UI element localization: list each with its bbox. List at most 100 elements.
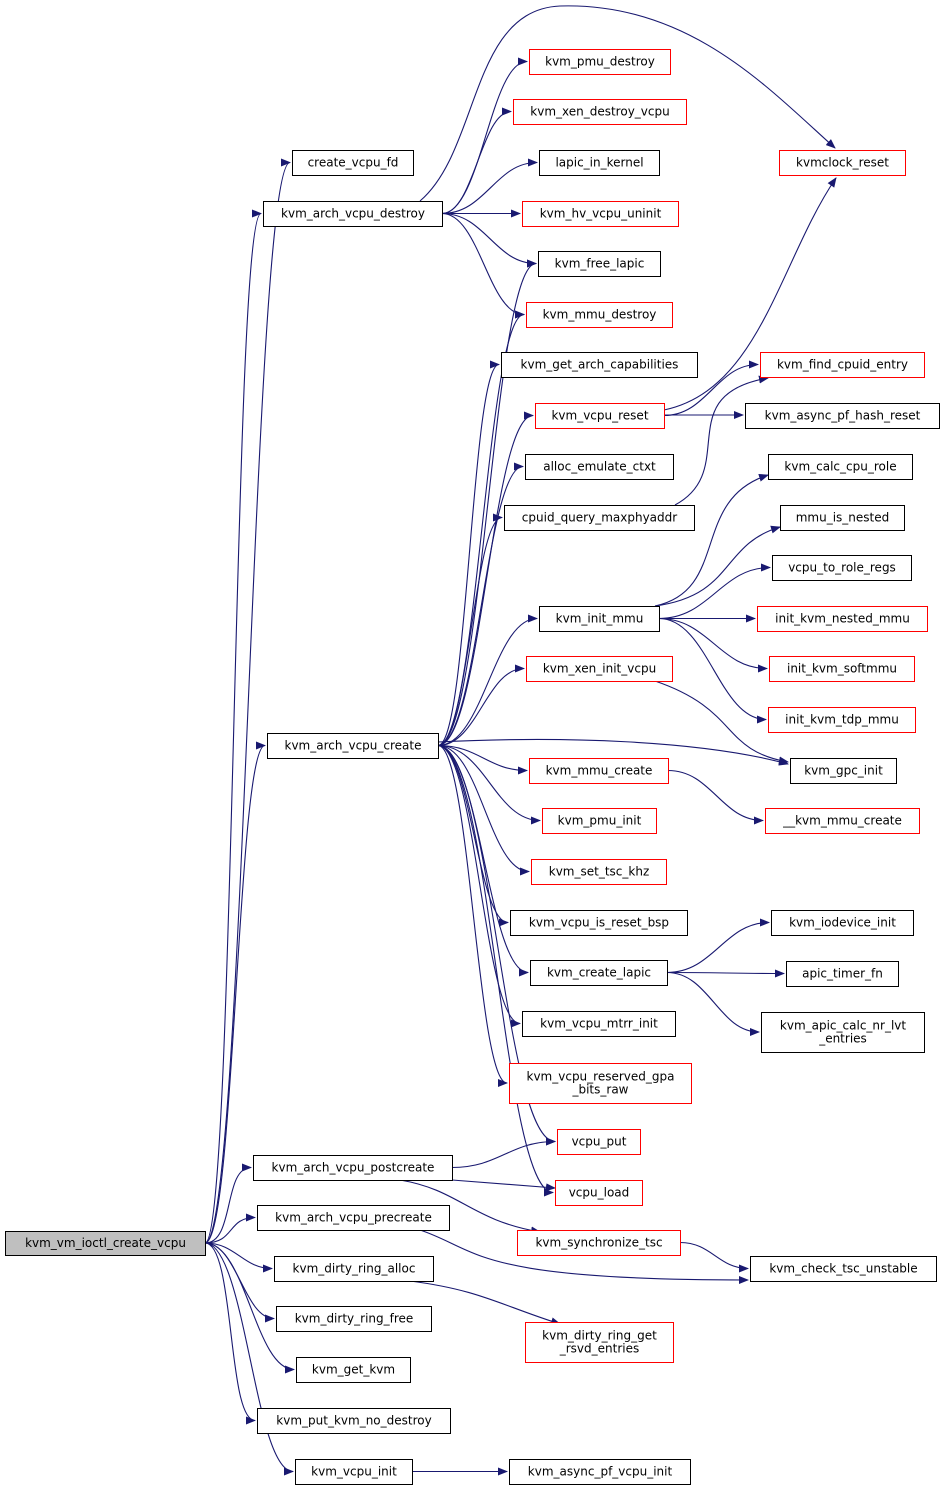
node-box: [296, 1357, 411, 1383]
edge-path: [204, 1242, 273, 1273]
node-label: kvm_async_pf_hash_reset: [765, 409, 921, 423]
edge-kvm-arch-vcpu-create-to-kvm-mmu-create: [437, 744, 528, 775]
edge-kvm-arch-vcpu-postcreate-to-vcpu-load: [451, 1179, 556, 1192]
node-label: kvm_xen_destroy_vcpu: [530, 105, 669, 119]
node-cpuid-query-maxphyaddr[interactable]: cpuid_query_maxphyaddr: [504, 505, 695, 531]
edge-path: [663, 177, 837, 411]
node-kvm-get-kvm[interactable]: kvm_get_kvm: [296, 1357, 411, 1383]
node-label: init_kvm_softmmu: [787, 662, 897, 676]
node-label: kvm_xen_init_vcpu: [543, 662, 656, 676]
node-kvm-arch-vcpu-postcreate[interactable]: kvm_arch_vcpu_postcreate: [253, 1155, 453, 1181]
node-kvm-find-cpuid-entry[interactable]: kvm_find_cpuid_entry: [760, 352, 925, 378]
node-label: kvm_put_kvm_no_destroy: [276, 1414, 431, 1428]
node-kvm-arch-vcpu-create[interactable]: kvm_arch_vcpu_create: [267, 733, 439, 759]
node-kvm-pmu-destroy[interactable]: kvm_pmu_destroy: [529, 49, 671, 75]
node-box: [501, 352, 698, 378]
node-label: kvm_synchronize_tsc: [535, 1236, 662, 1250]
node-root[interactable]: kvm_vm_ioctl_create_vcpu: [5, 1231, 206, 1256]
node-kvm-iodevice-init[interactable]: kvm_iodevice_init: [771, 910, 914, 936]
node-label: kvm_apic_calc_nr_lvt: [780, 1019, 907, 1033]
edge-path: [666, 971, 760, 1036]
node-kvm-mmu-destroy[interactable]: kvm_mmu_destroy: [526, 302, 673, 328]
node-box: [253, 1155, 453, 1181]
node-vcpu-load[interactable]: vcpu_load: [555, 1180, 643, 1206]
node-label: kvm_vcpu_mtrr_init: [540, 1017, 658, 1031]
node-label: kvm_hv_vcpu_uninit: [540, 207, 662, 221]
node-kvm-arch-vcpu-precreate[interactable]: kvm_arch_vcpu_precreate: [257, 1205, 450, 1231]
node-box: [5, 1231, 206, 1256]
node-kvm-create-lapic[interactable]: kvm_create_lapic: [530, 960, 668, 986]
node-box: [529, 758, 669, 784]
node-apic-timer-fn[interactable]: apic_timer_fn: [786, 961, 899, 987]
node-kvm-apic-calc-nr-lvt-entries[interactable]: kvm_apic_calc_nr_lvt_entries: [761, 1012, 925, 1053]
node-kvmclock-reset[interactable]: kvmclock_reset: [779, 150, 906, 176]
node-init-kvm-nested-mmu[interactable]: init_kvm_nested_mmu: [757, 606, 928, 632]
edge-path: [204, 1163, 252, 1244]
edge-path: [204, 1242, 256, 1425]
node-vcpu-put[interactable]: vcpu_put: [557, 1129, 641, 1155]
node-kvm-check-tsc-unstable[interactable]: kvm_check_tsc_unstable: [750, 1256, 937, 1282]
edge-path: [658, 617, 768, 673]
node-kvm-xen-init-vcpu[interactable]: kvm_xen_init_vcpu: [526, 656, 673, 682]
edge-kvm-create-lapic-to-kvm-iodevice-init: [666, 918, 770, 974]
node-kvm-vcpu-is-reset-bsp[interactable]: kvm_vcpu_is_reset_bsp: [510, 910, 688, 936]
edge-cpuid-query-maxphyaddr-to-kvm-find-cpuid-entry: [674, 375, 769, 506]
edge-kvm-arch-vcpu-create-to-kvm-get-arch-capabilities: [437, 360, 500, 747]
node-kvm-dirty-ring-free[interactable]: kvm_dirty_ring_free: [276, 1306, 432, 1332]
node-label: alloc_emulate_ctxt: [543, 460, 656, 474]
node-alloc-emulate-ctxt[interactable]: alloc_emulate_ctxt: [525, 454, 674, 480]
node-label: vcpu_load: [569, 1186, 630, 1200]
node-lapic-in-kernel[interactable]: lapic_in_kernel: [539, 150, 660, 176]
node-kvm-mmu-create[interactable]: kvm_mmu_create: [529, 758, 669, 784]
node-kvm-put-kvm-no-destroy[interactable]: kvm_put_kvm_no_destroy: [257, 1408, 451, 1434]
node-label: kvm_set_tsc_khz: [549, 865, 650, 879]
node-label: kvm_vcpu_init: [311, 1465, 397, 1479]
node-kvm-free-lapic[interactable]: kvm_free_lapic: [538, 251, 661, 277]
node-mmu-is-nested[interactable]: mmu_is_nested: [780, 505, 905, 531]
node-init-kvm-tdp-mmu[interactable]: init_kvm_tdp_mmu: [768, 707, 916, 733]
node-kvm-dirty-ring-alloc[interactable]: kvm_dirty_ring_alloc: [274, 1256, 434, 1282]
node-box: [522, 1011, 676, 1037]
edge-kvm-arch-vcpu-create-to-kvm-vcpu-is-reset-bsp: [437, 744, 509, 927]
node-label: kvm_arch_vcpu_create: [285, 739, 422, 753]
edge-path: [437, 360, 500, 747]
edge-path: [441, 158, 538, 215]
edge-kvm-arch-vcpu-destroy-to-kvm-xen-destroy-vcpu: [441, 107, 512, 215]
edge-kvm-vcpu-reset-to-kvmclock-reset: [663, 177, 837, 411]
node-kvm-vcpu-reset[interactable]: kvm_vcpu_reset: [535, 403, 665, 429]
node-box: [522, 201, 679, 227]
node-kvm-async-pf-hash-reset[interactable]: kvm_async_pf_hash_reset: [745, 403, 940, 429]
node-kvm-vcpu-mtrr-init[interactable]: kvm_vcpu_mtrr_init: [522, 1011, 676, 1037]
node-kvm-pmu-init[interactable]: kvm_pmu_init: [542, 808, 657, 834]
node-kvm-calc-cpu-role[interactable]: kvm_calc_cpu_role: [768, 454, 913, 480]
edge-kvm-create-lapic-to-kvm-apic-calc-nr-lvt-entries: [666, 971, 760, 1036]
node-kvm-vcpu-init[interactable]: kvm_vcpu_init: [295, 1459, 413, 1485]
node-label: kvm_mmu_destroy: [543, 308, 657, 322]
node-kvm-dirty-ring-get-rsvd-entries[interactable]: kvm_dirty_ring_get_rsvd_entries: [525, 1322, 674, 1363]
node-kvm-init-mmu[interactable]: kvm_init_mmu: [539, 606, 660, 632]
node-kvm-set-tsc-khz[interactable]: kvm_set_tsc_khz: [531, 859, 667, 885]
node-vcpu-to-role-regs[interactable]: vcpu_to_role_regs: [772, 555, 912, 581]
node-kvm-vcpu-reserved-gpa-bits-raw[interactable]: kvm_vcpu_reserved_gpa_bits_raw: [509, 1063, 692, 1104]
node-create-vcpu-fd[interactable]: create_vcpu_fd: [292, 150, 414, 176]
edge-path: [437, 664, 525, 747]
node-box: [517, 1230, 681, 1256]
node-label: kvm_dirty_ring_get: [542, 1329, 657, 1343]
node-kvm-arch-vcpu-destroy[interactable]: kvm_arch_vcpu_destroy: [263, 201, 443, 227]
edge-path: [666, 969, 785, 978]
node-kvm-hv-vcpu-uninit[interactable]: kvm_hv_vcpu_uninit: [522, 201, 679, 227]
node-kvm-gpc-init[interactable]: kvm_gpc_init: [790, 758, 897, 784]
node-init-kvm-softmmu[interactable]: init_kvm_softmmu: [769, 656, 915, 682]
node-label: kvm_vcpu_reset: [551, 409, 648, 423]
edge-path: [437, 744, 521, 1028]
node-kvm-get-arch-capabilities[interactable]: kvm_get_arch_capabilities: [501, 352, 698, 378]
node-kvm-mmu-create[interactable]: __kvm_mmu_create: [765, 808, 920, 834]
node-kvm-xen-destroy-vcpu[interactable]: kvm_xen_destroy_vcpu: [513, 99, 687, 125]
edge-kvm-arch-vcpu-create-to-kvm-gpc-init: [437, 738, 789, 766]
edge-kvm-arch-vcpu-postcreate-to-vcpu-put: [451, 1137, 556, 1169]
node-kvm-synchronize-tsc[interactable]: kvm_synchronize_tsc: [517, 1230, 681, 1256]
edge-kvm-init-mmu-to-vcpu-to-role-regs: [658, 563, 771, 620]
edge-path: [654, 473, 769, 607]
node-kvm-async-pf-vcpu-init[interactable]: kvm_async_pf_vcpu_init: [509, 1459, 691, 1485]
node-label: cpuid_query_maxphyaddr: [522, 511, 677, 525]
